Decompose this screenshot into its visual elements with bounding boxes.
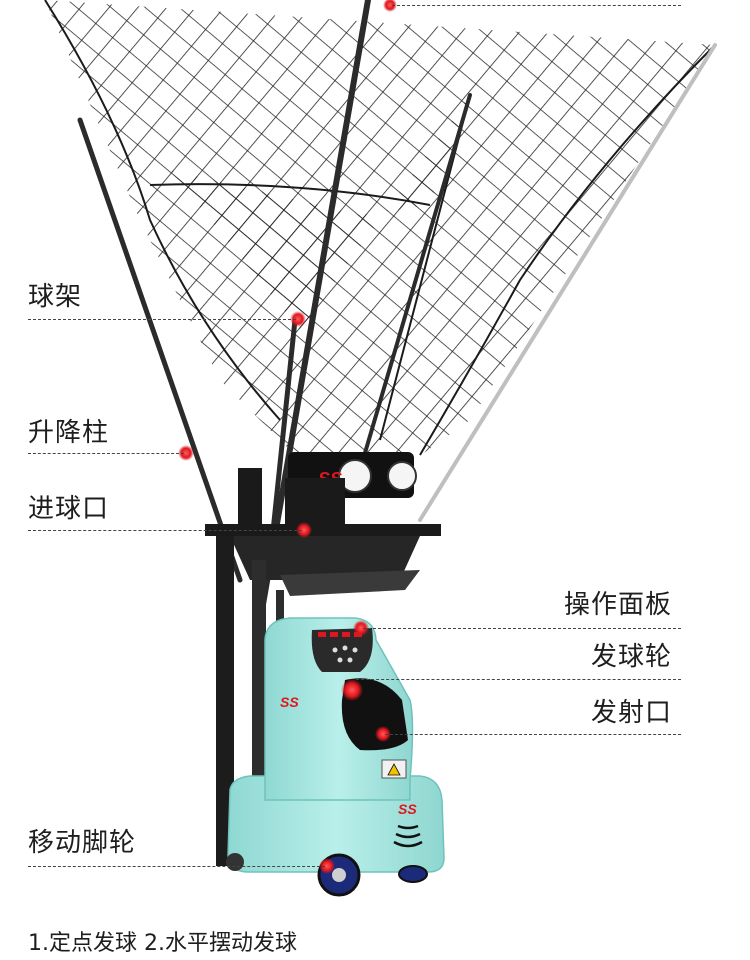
brand-logo-body: SS: [280, 694, 299, 710]
marker-lift-column: [178, 445, 194, 461]
label-ball-rack: 球架: [28, 282, 83, 312]
machine-tower: [264, 617, 414, 801]
leader-launch-port: [385, 734, 681, 735]
lift-column: [216, 536, 284, 866]
pole-left-support: [267, 317, 298, 563]
marker-top: [383, 0, 397, 12]
label-casters: 移动脚轮: [28, 828, 137, 858]
net-left-edge: [44, 0, 281, 421]
leader-top: [392, 5, 681, 6]
marker-dots: [178, 0, 397, 874]
net-main: [45, 0, 715, 470]
left-pole: [77, 117, 243, 583]
ball-net: [44, 0, 716, 470]
net-right-edge: [419, 44, 716, 456]
rear-wheel: [398, 865, 428, 883]
label-launch-port: 发射口: [590, 698, 672, 728]
marker-casters: [319, 858, 335, 874]
brand-logo-base: SS: [398, 801, 417, 817]
frame-caster: [226, 853, 244, 871]
feature-caption: 1.定点发球 2.水平摆动发球: [28, 931, 297, 956]
marker-launch-port: [375, 726, 391, 742]
marker-control-panel: [353, 620, 369, 636]
rack-frame: [77, 0, 717, 613]
marker-serve-wheel: [341, 679, 363, 701]
speaker-grille: [393, 824, 423, 848]
net-rope: [149, 183, 431, 206]
leader-lift-column: [28, 453, 184, 454]
platform: [205, 468, 441, 596]
center-pole: [259, 0, 371, 613]
inner-pole: [358, 93, 472, 472]
leader-ball-inlet: [28, 530, 302, 531]
label-serve-wheel: 发球轮: [590, 642, 672, 672]
marker-ball-inlet: [296, 522, 312, 538]
net-front-fold: [170, 95, 470, 330]
marker-ball-rack: [290, 311, 306, 327]
label-ball-inlet: 进球口: [28, 494, 110, 524]
leader-serve-wheel: [356, 679, 681, 680]
ball-inlet-assembly: SS: [285, 452, 417, 528]
label-control-panel: 操作面板: [563, 590, 672, 620]
leader-casters: [28, 866, 325, 867]
label-lift-column: 升降柱: [28, 418, 110, 448]
leader-control-panel: [363, 628, 681, 629]
control-panel-face: [311, 628, 373, 672]
right-pole: [418, 43, 717, 522]
leader-ball-rack: [28, 319, 296, 320]
